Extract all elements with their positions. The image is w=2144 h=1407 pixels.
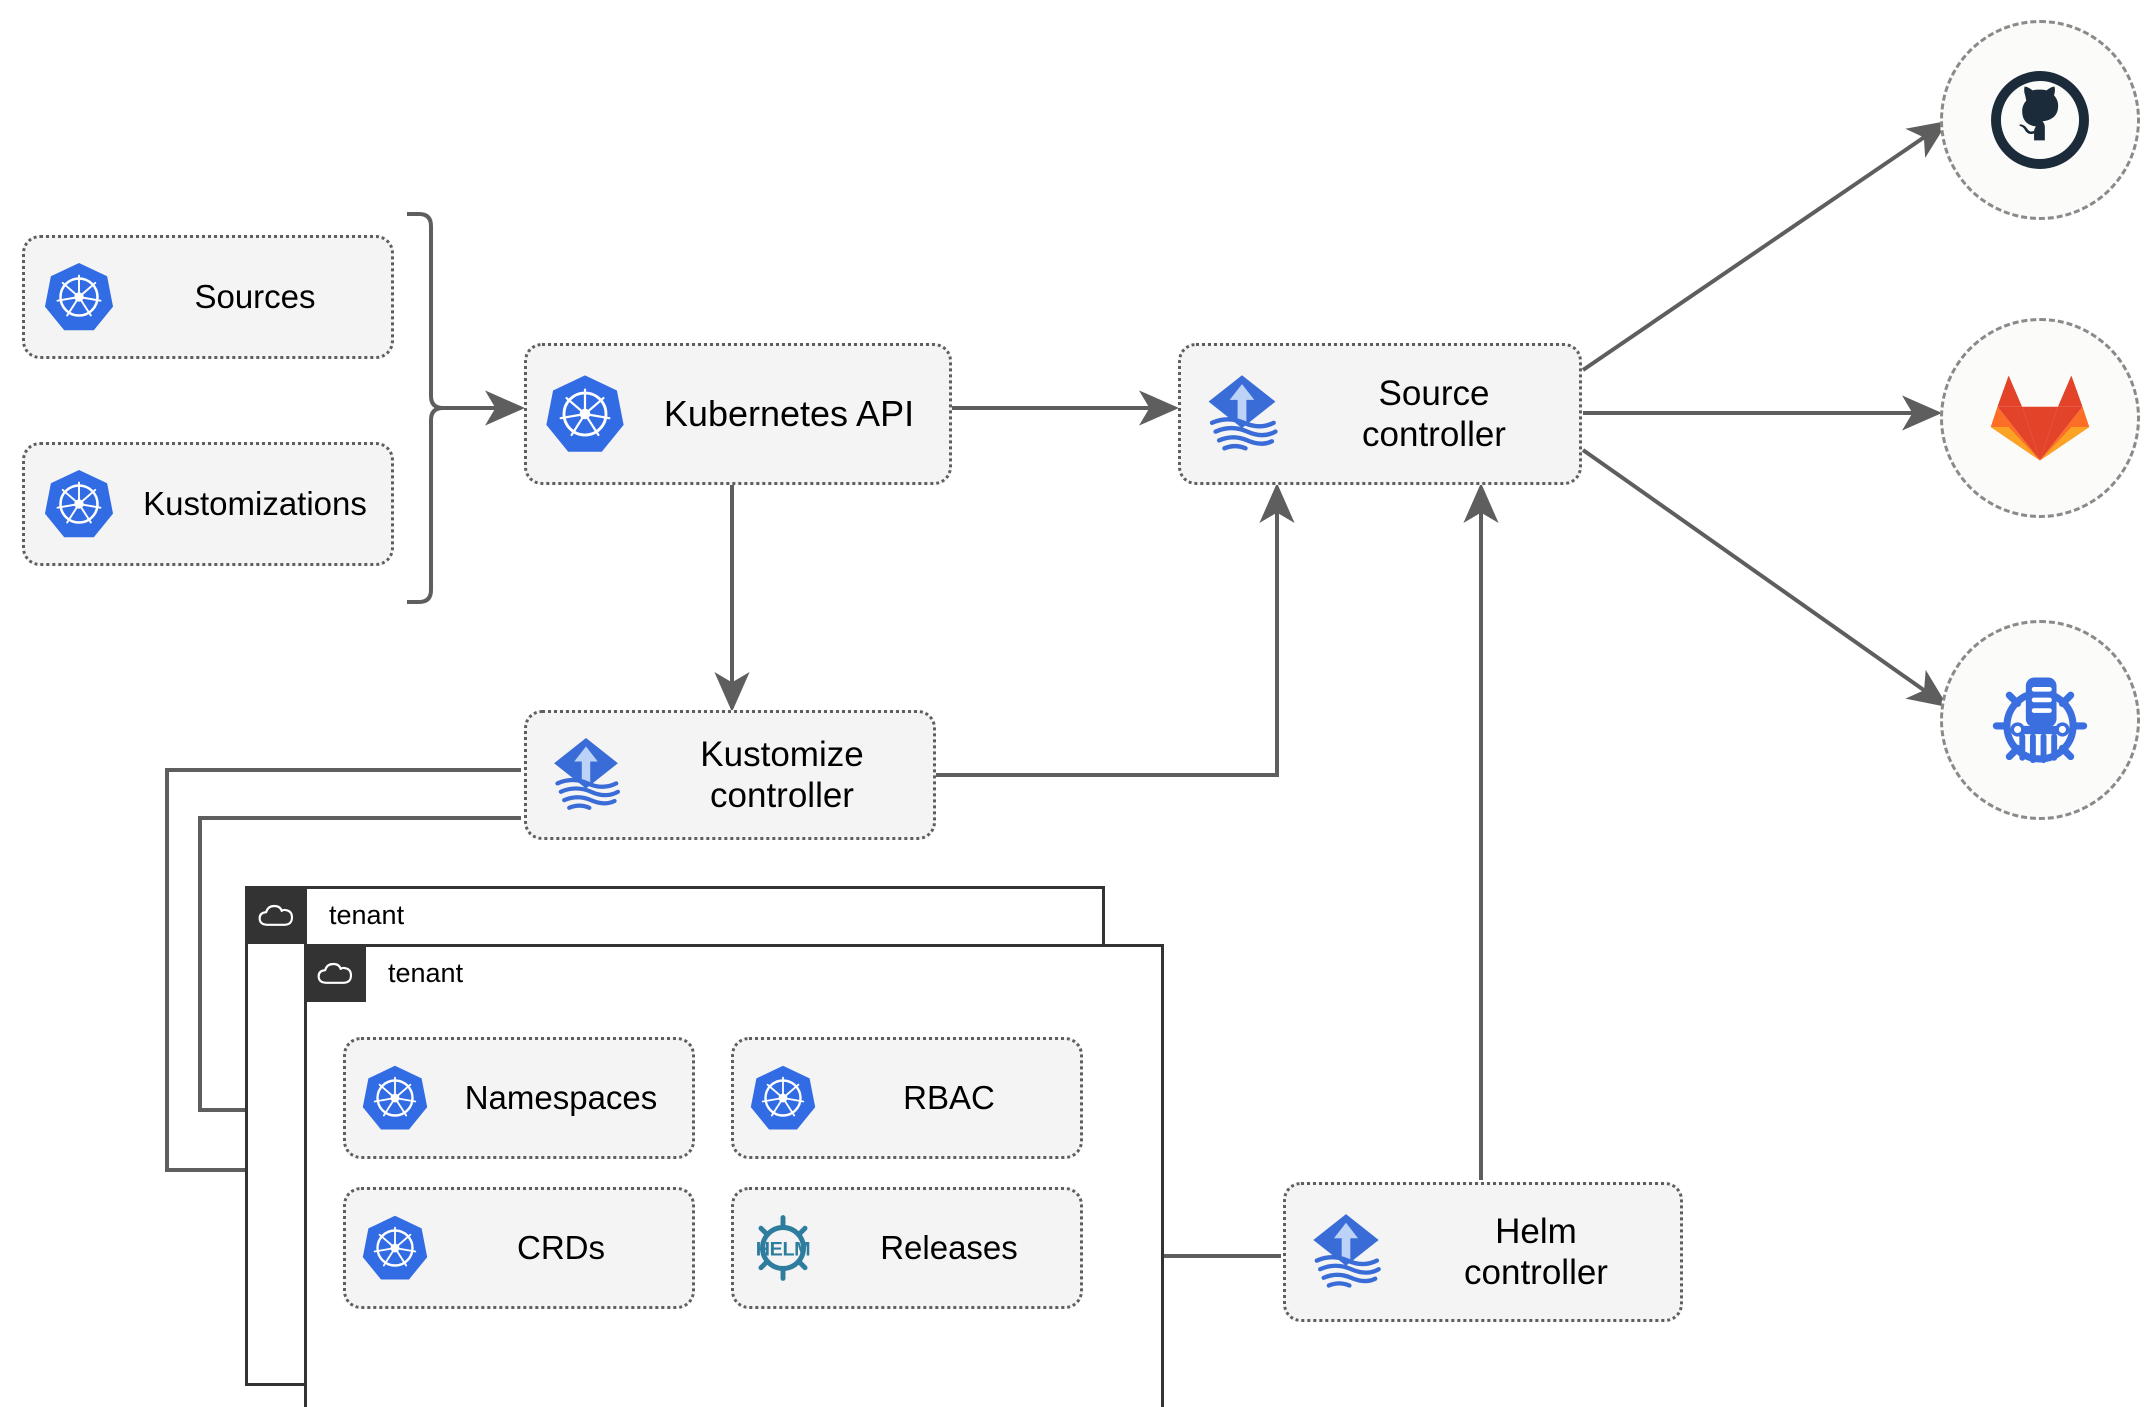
github-icon	[1991, 71, 2089, 169]
cloud-icon	[245, 886, 307, 944]
node-kustomizations[interactable]: Kustomizations	[22, 442, 394, 566]
tenant-header-2: tenant	[304, 944, 463, 1002]
kubernetes-icon	[346, 1063, 444, 1133]
cloud-icon	[304, 944, 366, 1002]
node-label: Kustomize controller	[700, 734, 864, 815]
edge-source-to-bucket	[1581, 448, 1949, 708]
edge-kustomize-to-source	[935, 483, 1295, 777]
helm-icon: HELM	[734, 1210, 832, 1286]
tenant-label: tenant	[388, 957, 464, 988]
flux-icon	[1286, 1209, 1406, 1295]
edge-kustomize-to-tenant-1	[165, 768, 521, 1188]
tenant-label: tenant	[329, 899, 405, 930]
node-sources[interactable]: Sources	[22, 235, 394, 359]
svg-text:HELM: HELM	[756, 1239, 810, 1261]
node-label: Releases	[880, 1228, 1018, 1266]
helm-repository-icon	[1992, 677, 2088, 764]
node-label: Namespaces	[464, 1078, 658, 1116]
node-namespaces[interactable]: Namespaces	[343, 1037, 695, 1159]
node-crds[interactable]: CRDs	[343, 1187, 695, 1309]
external-source-bucket[interactable]	[1940, 620, 2140, 820]
node-label: Kustomizations	[143, 484, 367, 522]
flux-icon	[1181, 370, 1303, 458]
node-source-controller[interactable]: Source controller	[1178, 343, 1582, 485]
node-kustomize-controller[interactable]: Kustomize controller	[524, 710, 936, 840]
kubernetes-icon	[25, 467, 133, 541]
node-label: RBAC	[903, 1078, 995, 1116]
gitlab-icon	[1990, 375, 2090, 461]
node-releases[interactable]: HELM Releases	[731, 1187, 1083, 1309]
node-label: Sources	[194, 277, 316, 315]
node-label: Helm controller	[1464, 1211, 1608, 1292]
kubernetes-icon	[346, 1213, 444, 1283]
tenant-container-2[interactable]: tenant Namespaces	[304, 944, 1164, 1407]
node-helm-controller[interactable]: Helm controller	[1283, 1182, 1683, 1322]
node-label: Source controller	[1362, 373, 1506, 454]
tenant-header-1: tenant	[245, 886, 404, 944]
external-source-gitlab[interactable]	[1940, 318, 2140, 518]
edge-resources-bracket	[407, 212, 444, 604]
kubernetes-icon	[734, 1063, 832, 1133]
external-source-github[interactable]	[1940, 20, 2140, 220]
node-label: Kubernetes API	[663, 392, 915, 434]
kubernetes-icon	[25, 260, 133, 334]
edge-source-to-github	[1581, 120, 1949, 372]
flux-icon	[527, 733, 645, 817]
node-label: CRDs	[517, 1228, 605, 1266]
node-rbac[interactable]: RBAC	[731, 1037, 1083, 1159]
kubernetes-icon	[527, 372, 643, 456]
node-kubernetes-api[interactable]: Kubernetes API	[524, 343, 952, 485]
